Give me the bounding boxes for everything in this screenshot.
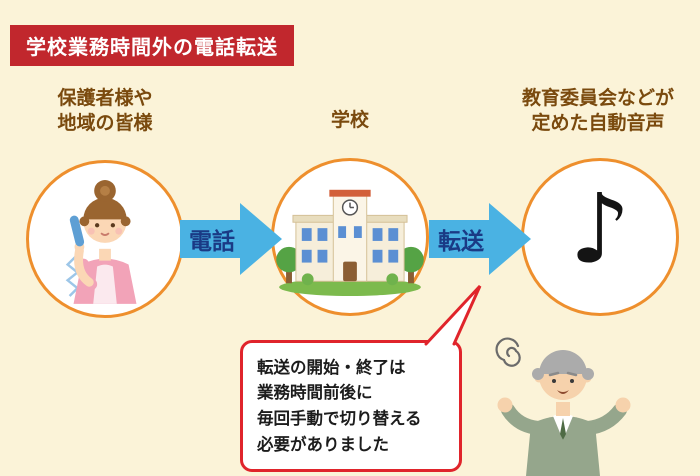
confused-man-icon	[495, 337, 631, 476]
hand	[497, 397, 513, 413]
speech-bubble-tail	[424, 284, 482, 346]
arrow-forward: 転送	[429, 201, 533, 277]
woman-with-phone-icon	[65, 180, 137, 304]
phone-cord	[65, 255, 80, 297]
gray-hair	[539, 350, 587, 374]
suit-body	[526, 416, 600, 476]
speech-bubble-text: 転送の開始・終了は 業務時間前後に 毎回手動で切り替える 必要がありました	[257, 357, 422, 454]
arrow-call-shape	[180, 203, 282, 275]
node-auto-voice: ♪	[521, 158, 679, 316]
label-school: 学校	[330, 109, 369, 131]
annoyance-scribble	[495, 337, 521, 367]
music-note-icon: ♪	[569, 173, 631, 285]
phone-receiver	[69, 215, 85, 247]
page-title: 学校業務時間外の電話転送	[10, 25, 294, 66]
arrow-call-label: 電話	[189, 229, 235, 255]
arrow-call: 電話	[180, 201, 284, 277]
hand	[615, 397, 631, 413]
label-callers: 保護者様や 地域の皆様	[57, 87, 153, 134]
woman-hair	[83, 197, 127, 220]
door	[343, 261, 357, 282]
node-school	[271, 158, 429, 316]
speech-bubble: 転送の開始・終了は 業務時間前後に 毎回手動で切り替える 必要がありました	[240, 340, 462, 472]
arrow-forward-label: 転送	[438, 229, 484, 255]
node-callers	[26, 160, 184, 318]
arrow-forward-shape	[429, 203, 531, 275]
label-auto-voice: 教育委員会などが 定めた自動音声	[521, 87, 674, 134]
school-building-icon	[276, 189, 424, 297]
